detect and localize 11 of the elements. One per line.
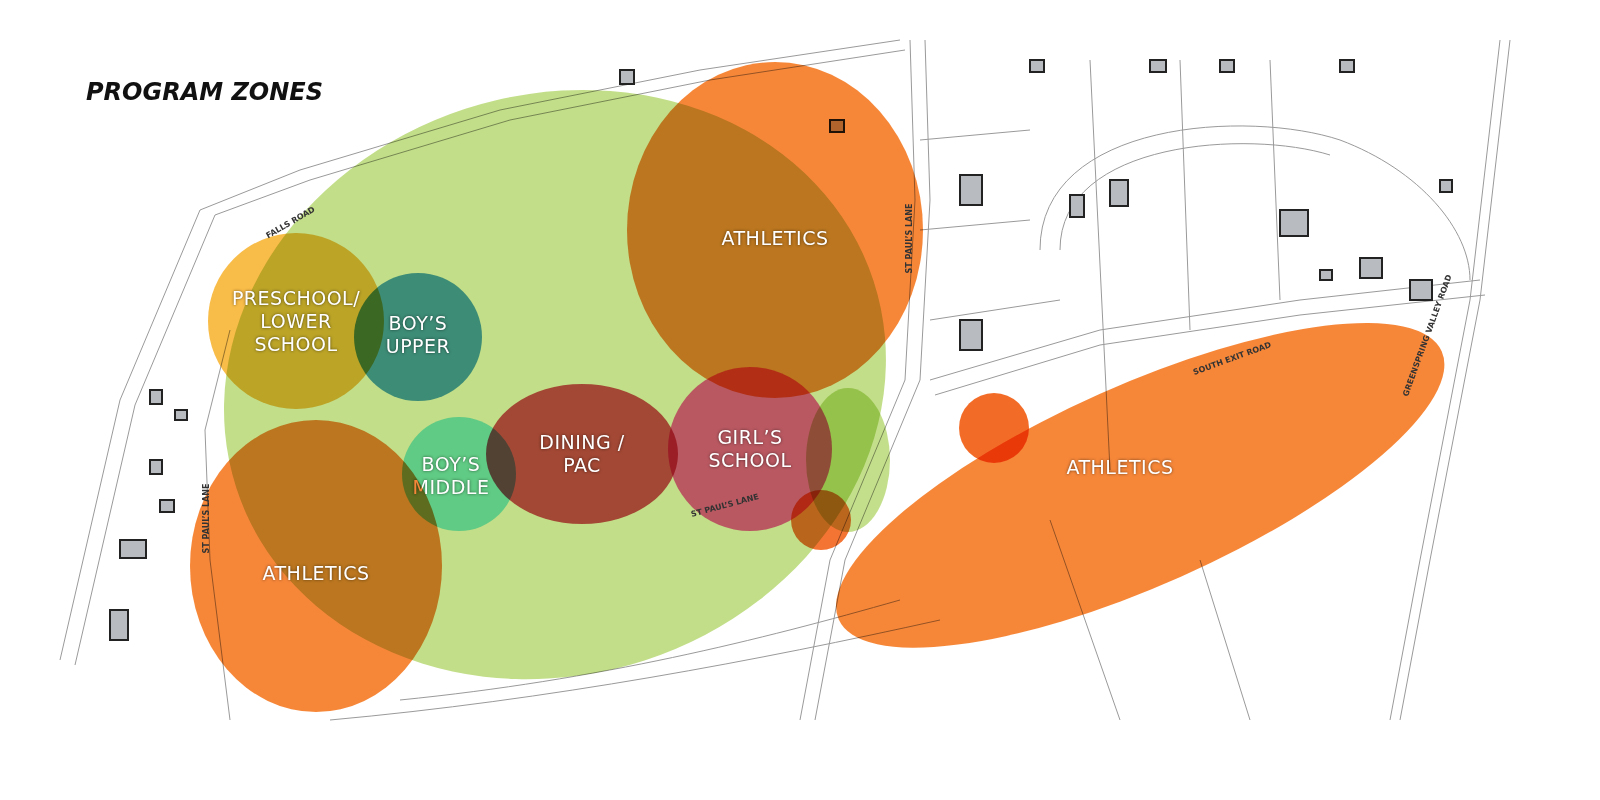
zone-label: ATHLETICS: [1065, 455, 1175, 479]
zone-label: PRESCHOOL/ LOWER SCHOOL: [230, 286, 362, 356]
zone-label: DINING / PAC: [538, 431, 626, 477]
road-label: ST PAUL’S LANE: [202, 483, 212, 553]
zone-label: GIRL’S SCHOOL: [707, 426, 793, 472]
zone-label: BOY’S UPPER: [384, 312, 452, 358]
road-label: ST PAUL’S LANE: [690, 491, 760, 519]
zone-label: ATHLETICS: [720, 226, 830, 250]
road-label: ST PAUL’S LANE: [905, 203, 915, 273]
zone-label: ATHLETICS: [261, 561, 371, 585]
map-title: PROGRAM ZONES: [86, 78, 324, 106]
